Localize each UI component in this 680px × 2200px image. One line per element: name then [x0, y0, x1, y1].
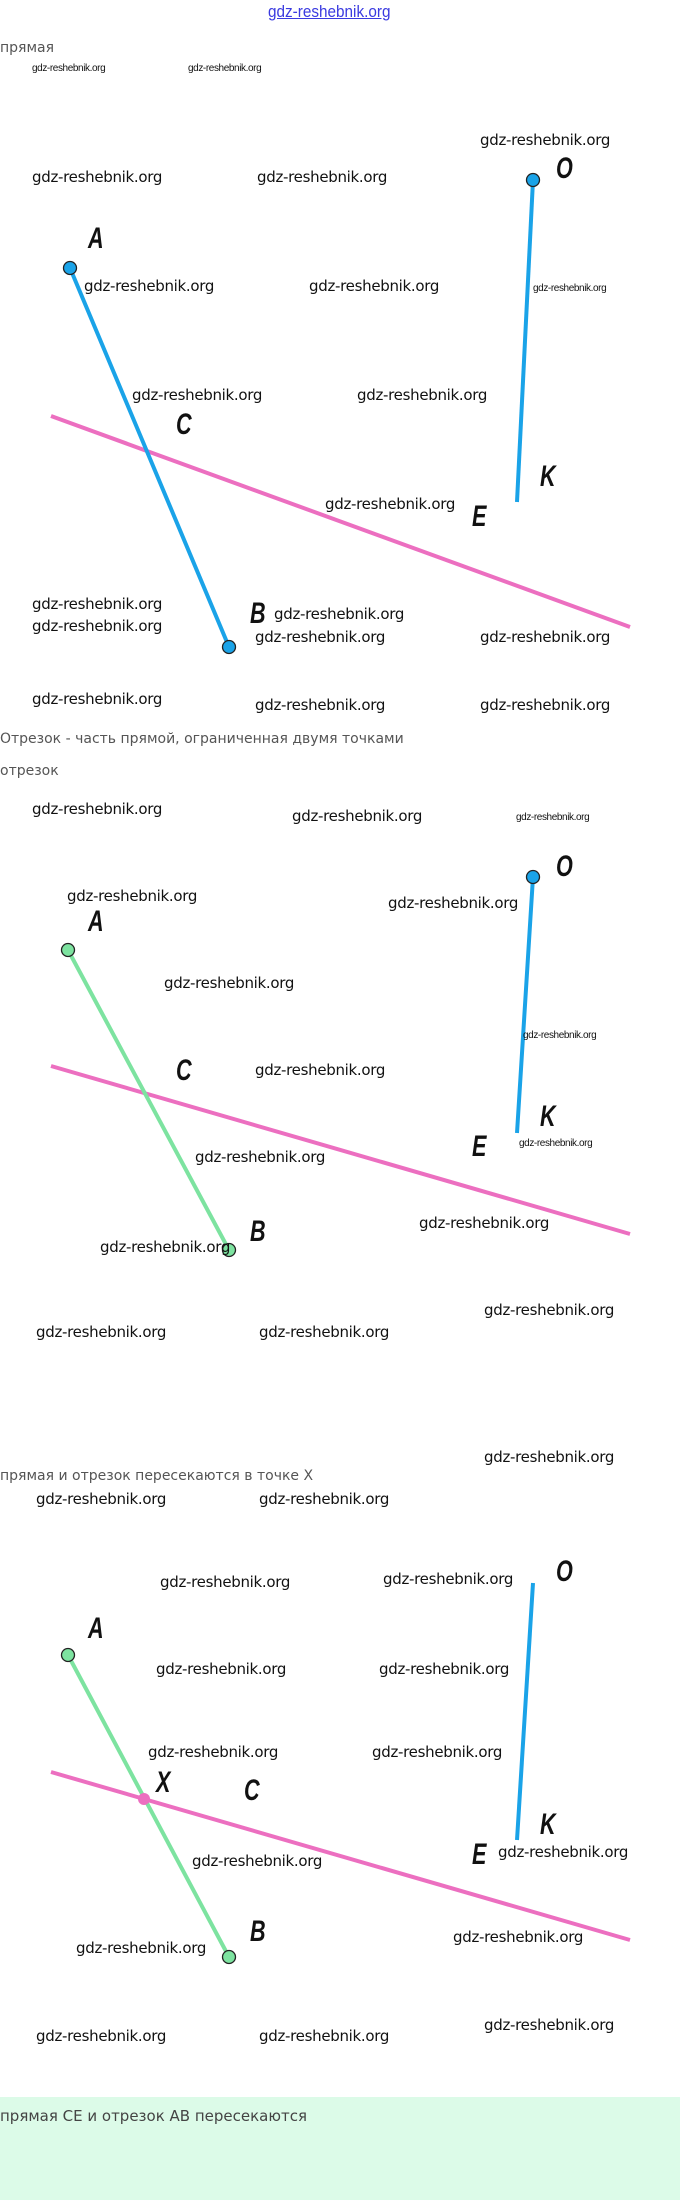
- caption-line: прямая: [0, 40, 55, 56]
- point-b: [221, 1949, 237, 1965]
- watermark: gdz-reshebnik.org: [132, 386, 263, 404]
- watermark: gdz-reshebnik.org: [480, 628, 611, 646]
- watermark: gdz-reshebnik.org: [292, 807, 423, 825]
- label-a: A: [88, 222, 104, 255]
- caption-segment-definition: Отрезок - часть прямой, ограниченная дву…: [0, 731, 404, 747]
- label-o: O: [556, 152, 573, 185]
- segment-ok: [515, 179, 535, 503]
- watermark: gdz-reshebnik.org: [32, 690, 163, 708]
- watermark: gdz-reshebnik.org: [480, 696, 611, 714]
- watermark: gdz-reshebnik.org: [255, 1061, 386, 1079]
- watermark: gdz-reshebnik.org: [453, 1928, 584, 1946]
- watermark: gdz-reshebnik.org: [383, 1570, 514, 1588]
- watermark: gdz-reshebnik.org: [379, 1660, 510, 1678]
- label-e: E: [472, 500, 487, 533]
- watermark: gdz-reshebnik.org: [32, 617, 163, 635]
- watermark: gdz-reshebnik.org: [192, 1852, 323, 1870]
- watermark: gdz-reshebnik.org: [484, 2016, 615, 2034]
- watermark: gdz-reshebnik.org: [32, 595, 163, 613]
- site-link[interactable]: gdz-reshebnik.org: [268, 2, 391, 21]
- label-e: E: [472, 1838, 487, 1871]
- caption-segment: отрезок: [0, 763, 59, 779]
- watermark: gdz-reshebnik.org: [36, 1490, 167, 1508]
- watermark: gdz-reshebnik.org: [484, 1301, 615, 1319]
- label-o: O: [556, 1555, 573, 1588]
- label-a: A: [88, 905, 104, 938]
- watermark: gdz-reshebnik.org: [259, 2027, 390, 2045]
- point-a: [60, 1647, 76, 1663]
- label-b: B: [250, 597, 266, 630]
- label-x: X: [156, 1766, 171, 1799]
- watermark: gdz-reshebnik.org: [195, 1148, 326, 1166]
- watermark: gdz-reshebnik.org: [309, 277, 440, 295]
- label-k: K: [540, 1808, 556, 1841]
- conclusion-bar: прямая CE и отрезок AB пересекаются: [0, 2097, 680, 2200]
- segment-ab: [66, 949, 231, 1251]
- watermark: gdz-reshebnik.org: [274, 605, 405, 623]
- point-a: [62, 260, 78, 276]
- watermark: gdz-reshebnik.org: [372, 1743, 503, 1761]
- label-b: B: [250, 1915, 266, 1948]
- label-c: C: [244, 1774, 260, 1807]
- watermark: gdz-reshebnik.org: [519, 1138, 593, 1149]
- label-a: A: [88, 1612, 104, 1645]
- segment-ok: [515, 1582, 535, 1841]
- point-o: [525, 869, 541, 885]
- watermark: gdz-reshebnik.org: [516, 812, 590, 823]
- watermark: gdz-reshebnik.org: [523, 1030, 597, 1041]
- watermark: gdz-reshebnik.org: [533, 283, 607, 294]
- label-c: C: [176, 1054, 192, 1087]
- point-x: [138, 1793, 150, 1805]
- label-k: K: [540, 460, 556, 493]
- watermark: gdz-reshebnik.org: [148, 1743, 279, 1761]
- conclusion-text: прямая CE и отрезок AB пересекаются: [0, 2107, 308, 2125]
- watermark: gdz-reshebnik.org: [419, 1214, 550, 1232]
- segment-ab: [66, 1654, 231, 1958]
- watermark: gdz-reshebnik.org: [480, 131, 611, 149]
- label-c: C: [176, 408, 192, 441]
- watermark: gdz-reshebnik.org: [388, 894, 519, 912]
- segment-ab: [68, 267, 231, 648]
- watermark: gdz-reshebnik.org: [32, 800, 163, 818]
- watermark: gdz-reshebnik.org: [156, 1660, 287, 1678]
- label-k: K: [540, 1100, 556, 1133]
- watermark: gdz-reshebnik.org: [257, 168, 388, 186]
- watermark: gdz-reshebnik.org: [76, 1939, 207, 1957]
- point-b: [221, 1242, 237, 1258]
- watermark: gdz-reshebnik.org: [164, 974, 295, 992]
- point-o: [525, 172, 541, 188]
- watermark: gdz-reshebnik.org: [32, 63, 106, 74]
- watermark: gdz-reshebnik.org: [32, 168, 163, 186]
- segment-ok: [515, 876, 535, 1134]
- watermark: gdz-reshebnik.org: [255, 696, 386, 714]
- point-b: [221, 639, 237, 655]
- watermark: gdz-reshebnik.org: [357, 386, 488, 404]
- watermark: gdz-reshebnik.org: [188, 63, 262, 74]
- watermark: gdz-reshebnik.org: [36, 2027, 167, 2045]
- watermark: gdz-reshebnik.org: [484, 1448, 615, 1466]
- watermark: gdz-reshebnik.org: [255, 628, 386, 646]
- watermark: gdz-reshebnik.org: [498, 1843, 629, 1861]
- watermark: gdz-reshebnik.org: [259, 1490, 390, 1508]
- label-o: O: [556, 850, 573, 883]
- label-b: B: [250, 1215, 266, 1248]
- watermark: gdz-reshebnik.org: [160, 1573, 291, 1591]
- point-a: [60, 942, 76, 958]
- caption-intersection: прямая и отрезок пересекаются в точке X: [0, 1468, 314, 1484]
- watermark: gdz-reshebnik.org: [325, 495, 456, 513]
- watermark: gdz-reshebnik.org: [100, 1238, 231, 1256]
- watermark: gdz-reshebnik.org: [84, 277, 215, 295]
- line-ce: [50, 1064, 631, 1236]
- label-e: E: [472, 1130, 487, 1163]
- watermark: gdz-reshebnik.org: [36, 1323, 167, 1341]
- watermark: gdz-reshebnik.org: [67, 887, 198, 905]
- watermark: gdz-reshebnik.org: [259, 1323, 390, 1341]
